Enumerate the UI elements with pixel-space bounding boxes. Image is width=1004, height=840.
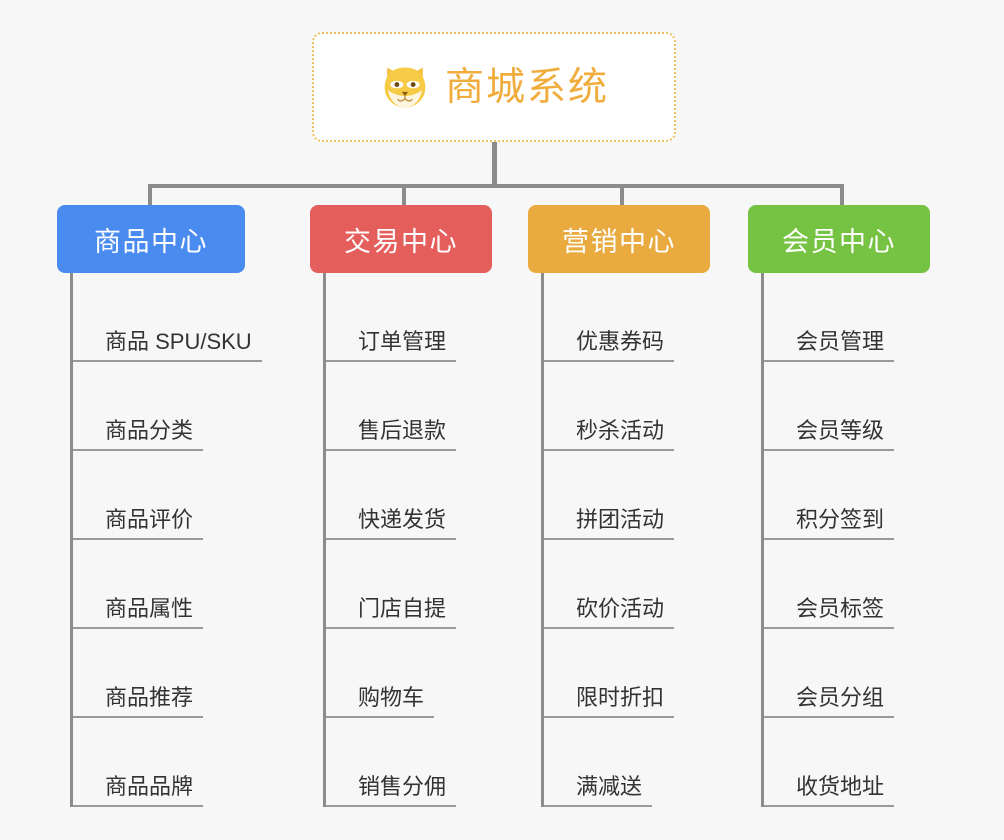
leaf-label: 会员分组 — [764, 685, 895, 718]
connector-horizontal-bus — [148, 184, 844, 188]
list-item[interactable]: 会员标签 — [761, 540, 968, 629]
list-item[interactable]: 秒杀活动 — [541, 362, 748, 451]
list-item[interactable]: 快递发货 — [323, 451, 530, 540]
category-column-member: 会员中心 会员管理 会员等级 积分签到 会员标签 会员分组 — [748, 205, 968, 807]
category-column-product: 商品中心 商品 SPU/SKU 商品分类 商品评价 商品属性 商品推荐 — [57, 205, 307, 807]
category-header-trade[interactable]: 交易中心 — [310, 205, 492, 273]
list-item[interactable]: 收货地址 — [761, 718, 968, 807]
leaf-label: 限时折扣 — [544, 685, 675, 718]
connector-drop-2 — [402, 184, 406, 208]
list-item[interactable]: 门店自提 — [323, 540, 530, 629]
shiba-inu-dog-face-icon — [379, 61, 431, 113]
leaf-label: 快递发货 — [326, 507, 457, 540]
leaf-label: 商品 SPU/SKU — [73, 329, 262, 362]
list-item[interactable]: 砍价活动 — [541, 540, 748, 629]
list-item[interactable]: 会员管理 — [761, 273, 968, 362]
list-item[interactable]: 订单管理 — [323, 273, 530, 362]
leaf-label: 满减送 — [544, 774, 653, 807]
connector-drop-4 — [840, 184, 844, 208]
category-header-marketing[interactable]: 营销中心 — [528, 205, 710, 273]
leaf-label: 积分签到 — [764, 507, 895, 540]
category-column-trade: 交易中心 订单管理 售后退款 快递发货 门店自提 购物车 — [310, 205, 530, 807]
list-item[interactable]: 会员等级 — [761, 362, 968, 451]
leaf-label: 商品评价 — [73, 507, 204, 540]
list-item[interactable]: 商品分类 — [70, 362, 307, 451]
category-header-product[interactable]: 商品中心 — [57, 205, 245, 273]
leaf-group-marketing: 优惠券码 秒杀活动 拼团活动 砍价活动 限时折扣 满减送 — [541, 273, 748, 807]
leaf-label: 优惠券码 — [544, 329, 675, 362]
list-item[interactable]: 销售分佣 — [323, 718, 530, 807]
list-item[interactable]: 限时折扣 — [541, 629, 748, 718]
list-item[interactable]: 积分签到 — [761, 451, 968, 540]
list-item[interactable]: 购物车 — [323, 629, 530, 718]
leaf-label: 购物车 — [326, 685, 435, 718]
list-item[interactable]: 会员分组 — [761, 629, 968, 718]
leaf-label: 会员管理 — [764, 329, 895, 362]
category-column-marketing: 营销中心 优惠券码 秒杀活动 拼团活动 砍价活动 限时折扣 — [528, 205, 748, 807]
list-item[interactable]: 商品推荐 — [70, 629, 307, 718]
leaf-label: 订单管理 — [326, 329, 457, 362]
spine-line — [70, 273, 73, 807]
list-item[interactable]: 商品品牌 — [70, 718, 307, 807]
connector-drop-3 — [620, 184, 624, 208]
category-label: 交易中心 — [344, 226, 458, 257]
root-node[interactable]: 商城系统 — [312, 32, 676, 142]
list-item[interactable]: 商品评价 — [70, 451, 307, 540]
connector-drop-1 — [148, 184, 152, 208]
list-item[interactable]: 拼团活动 — [541, 451, 748, 540]
leaf-label: 会员等级 — [764, 418, 895, 451]
leaf-group-product: 商品 SPU/SKU 商品分类 商品评价 商品属性 商品推荐 商品品牌 — [70, 273, 307, 807]
category-header-member[interactable]: 会员中心 — [748, 205, 930, 273]
leaf-label: 秒杀活动 — [544, 418, 675, 451]
leaf-label: 门店自提 — [326, 596, 457, 629]
category-label: 会员中心 — [782, 226, 896, 257]
root-title: 商城系统 — [444, 65, 609, 109]
leaf-label: 商品推荐 — [73, 685, 204, 718]
category-label: 商品中心 — [94, 226, 208, 257]
connector-root-stem — [492, 142, 497, 186]
leaf-group-trade: 订单管理 售后退款 快递发货 门店自提 购物车 销售分佣 — [323, 273, 530, 807]
spine-line — [541, 273, 544, 807]
spine-line — [323, 273, 326, 807]
leaf-label: 商品属性 — [73, 596, 204, 629]
leaf-label: 商品品牌 — [73, 774, 204, 807]
leaf-label: 拼团活动 — [544, 507, 675, 540]
leaf-label: 销售分佣 — [326, 774, 457, 807]
list-item[interactable]: 优惠券码 — [541, 273, 748, 362]
list-item[interactable]: 满减送 — [541, 718, 748, 807]
leaf-group-member: 会员管理 会员等级 积分签到 会员标签 会员分组 收货地址 — [761, 273, 968, 807]
leaf-label: 收货地址 — [764, 774, 895, 807]
leaf-label: 商品分类 — [73, 418, 204, 451]
spine-line — [761, 273, 764, 807]
list-item[interactable]: 商品 SPU/SKU — [70, 273, 307, 362]
category-label: 营销中心 — [562, 226, 676, 257]
list-item[interactable]: 商品属性 — [70, 540, 307, 629]
leaf-label: 砍价活动 — [544, 596, 675, 629]
leaf-label: 售后退款 — [326, 418, 457, 451]
list-item[interactable]: 售后退款 — [323, 362, 530, 451]
leaf-label: 会员标签 — [764, 596, 895, 629]
